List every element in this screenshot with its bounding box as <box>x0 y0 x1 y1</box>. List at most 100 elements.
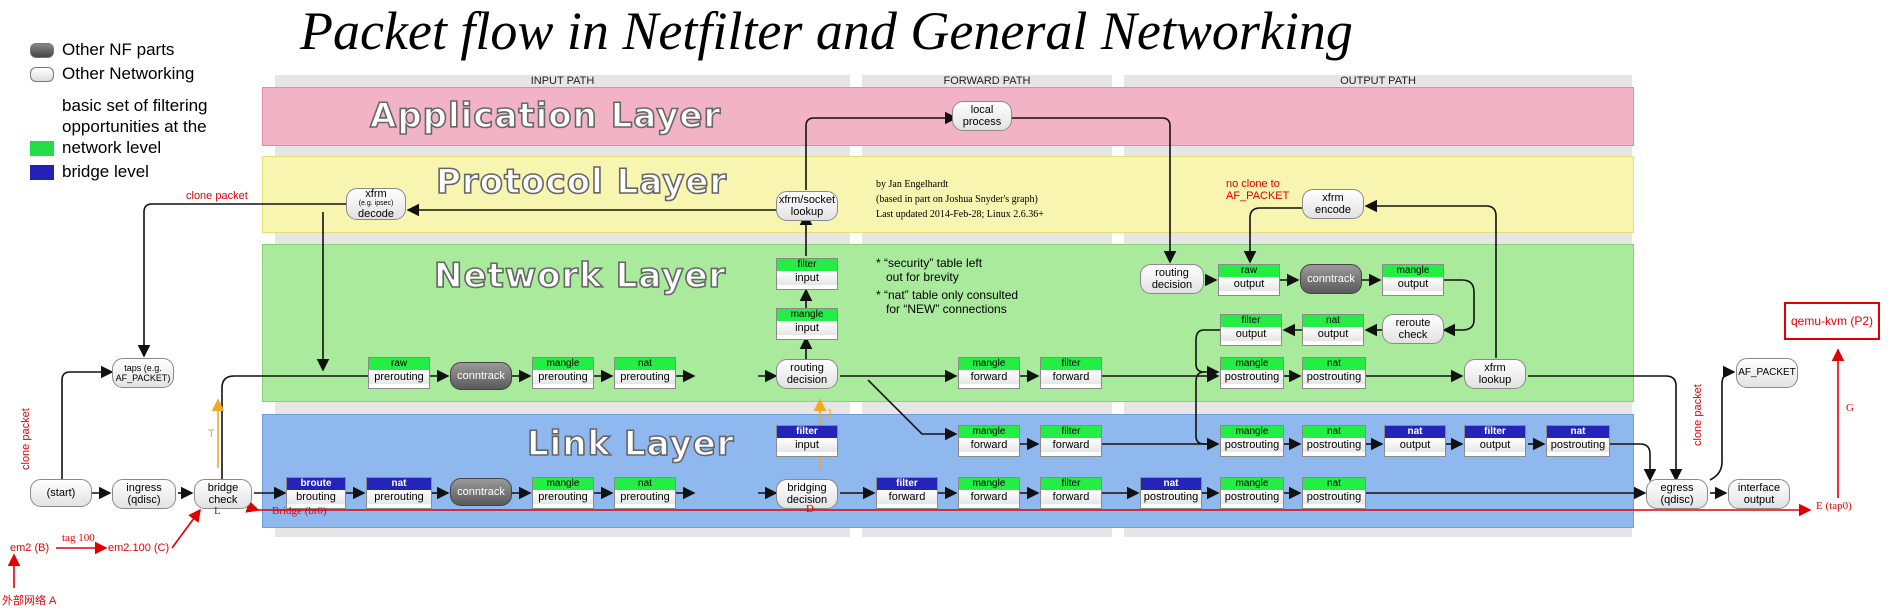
hook-chain-label: prerouting <box>615 490 675 504</box>
credit-line-1: by Jan Engelhardt <box>876 179 949 190</box>
hook-table-label: mangle <box>533 358 593 370</box>
hook-table-label: mangle <box>959 358 1019 370</box>
conntrack-link-node: conntrack <box>450 478 512 506</box>
hook-table-label: nat <box>1303 478 1365 490</box>
hook-chain-label: prerouting <box>367 490 431 504</box>
hook-chain-label: prerouting <box>369 370 429 384</box>
hook-table-label: nat <box>1303 426 1365 438</box>
conntrack-output-node: conntrack <box>1300 264 1362 294</box>
hook-chain-label: postrouting <box>1221 370 1283 384</box>
hook-table-label: filter <box>777 259 837 271</box>
note-line-3: * “nat” table only consulted <box>876 288 1019 302</box>
forward-path-label: FORWARD PATH <box>943 75 1031 87</box>
hook-chain-label: forward <box>1041 370 1101 384</box>
hook-chain-label: output <box>1465 438 1525 452</box>
node-text: xfrm <box>365 188 387 200</box>
node-text: decision <box>1151 279 1193 291</box>
hook-table-label: nat <box>367 478 431 490</box>
hook-chain-label: forward <box>1041 438 1101 452</box>
hook-chain-label: input <box>777 271 837 285</box>
hook-table-label: raw <box>369 358 429 370</box>
node-text: (start) <box>46 487 76 499</box>
hook-chain-label: prerouting <box>533 370 593 384</box>
node-text: bridging <box>787 482 827 494</box>
node-text: AF_PACKET) <box>115 373 171 383</box>
node-text: taps (e.g. <box>124 363 162 373</box>
hook-chain-label: postrouting <box>1221 438 1283 452</box>
node-text: check <box>1398 329 1428 341</box>
node-text: bridge <box>207 482 239 494</box>
hook-chain-label: postrouting <box>1303 490 1365 504</box>
node-text: output <box>1743 494 1775 506</box>
legend-basic-1: basic set of filtering <box>62 96 208 116</box>
application-layer-title: Application Layer <box>369 95 722 137</box>
page-title: Packet flow in Netfilter and General Net… <box>300 1 1353 61</box>
hook-chain-label: prerouting <box>615 370 675 384</box>
note-line-1: * “security” table left <box>876 256 983 270</box>
node-text: xfrm <box>1484 362 1506 374</box>
network-a-label: 外部网络 A <box>2 595 57 607</box>
no-clone-label-2: AF_PACKET <box>1226 190 1290 202</box>
protocol-layer-title: Protocol Layer <box>435 161 728 203</box>
hook-table-label: broute <box>287 478 345 490</box>
hook-table-label: filter <box>777 426 837 438</box>
hook-table-label: filter <box>1041 358 1101 370</box>
D-label: D <box>806 503 814 515</box>
hook-table-label: nat <box>1303 358 1365 370</box>
node-text: ingress <box>126 482 162 494</box>
hook-table-label: mangle <box>1221 426 1283 438</box>
af-packet-node: AF_PACKET <box>1736 358 1798 388</box>
J-label: J <box>826 408 832 420</box>
hook-table-label: filter <box>1041 426 1101 438</box>
hook-table-label: mangle <box>533 478 593 490</box>
hook-chain-label: postrouting <box>1303 438 1365 452</box>
legend-row-green: network level <box>30 138 161 158</box>
hook-table-label: nat <box>1141 478 1201 490</box>
clone-packet-left-label: clone packet <box>20 408 32 470</box>
node-text: routing <box>1155 267 1189 279</box>
node-text: decode <box>357 208 395 220</box>
hook-chain-label: postrouting <box>1303 370 1365 384</box>
legend-row-nf: Other NF parts <box>30 40 174 60</box>
hook-table-label: raw <box>1219 265 1279 277</box>
tag-label: tag 100 <box>62 532 95 544</box>
legend-row-blue: bridge level <box>30 162 149 182</box>
hook-table-label: mangle <box>959 426 1019 438</box>
hook-table-label: nat <box>1385 426 1445 438</box>
clone-packet-right-label: clone packet <box>1692 384 1704 446</box>
node-text: routing <box>790 362 824 374</box>
bridge-br0-label: Bridge (br0) <box>272 505 327 517</box>
note-line-2: out for brevity <box>876 270 959 284</box>
hook-chain-label: forward <box>1041 490 1101 504</box>
hook-chain-label: postrouting <box>1141 490 1201 504</box>
node-text: decision <box>786 494 828 506</box>
legend-basic-text-1: basic set of filtering <box>62 96 208 115</box>
hook-table-label: nat <box>615 478 675 490</box>
node-text: check <box>208 494 238 506</box>
legend: Other NF parts Other Networking basic se… <box>30 40 270 190</box>
